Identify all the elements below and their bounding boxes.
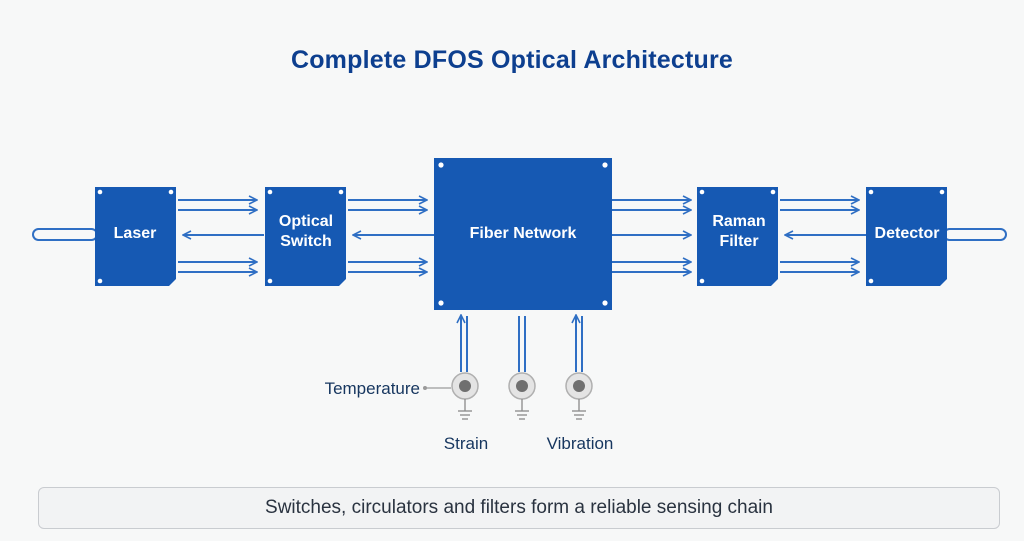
optical-switch-label-line1: Optical (279, 213, 333, 230)
optical-switch-label-line2: Switch (280, 233, 332, 250)
caption-box: Switches, circulators and filters form a… (38, 487, 1000, 529)
input-fiber-stub (32, 228, 98, 241)
temperature-pointer-dot (423, 386, 427, 390)
optical-switch-block: Optical Switch (265, 187, 346, 286)
raman-filter-block: Raman Filter (697, 187, 778, 286)
detector-block: Detector (866, 187, 947, 286)
vibration-sensor-icon (565, 372, 593, 420)
sensor-fiber-links (461, 316, 583, 372)
filter-detector-links (780, 200, 866, 272)
caption-text: Switches, circulators and filters form a… (265, 497, 773, 518)
laser-switch-links (178, 200, 264, 272)
strain-sensor-icon (508, 372, 536, 420)
temperature-label: Temperature (325, 379, 420, 398)
detector-label: Detector (875, 225, 940, 242)
laser-label: Laser (114, 225, 157, 242)
diagram-title: Complete DFOS Optical Architecture (290, 46, 734, 74)
temperature-sensor-icon (451, 372, 479, 420)
raman-filter-label-line1: Raman (712, 213, 765, 230)
network-filter-links (612, 200, 690, 272)
strain-label: Strain (444, 434, 488, 453)
vibration-label: Vibration (547, 434, 614, 453)
raman-filter-label-line2: Filter (719, 233, 758, 250)
laser-block: Laser (95, 187, 176, 286)
fiber-network-label: Fiber Network (470, 225, 577, 242)
switch-network-links (348, 200, 434, 272)
output-fiber-stub (943, 228, 1007, 241)
fiber-network-block: Fiber Network (434, 158, 612, 310)
